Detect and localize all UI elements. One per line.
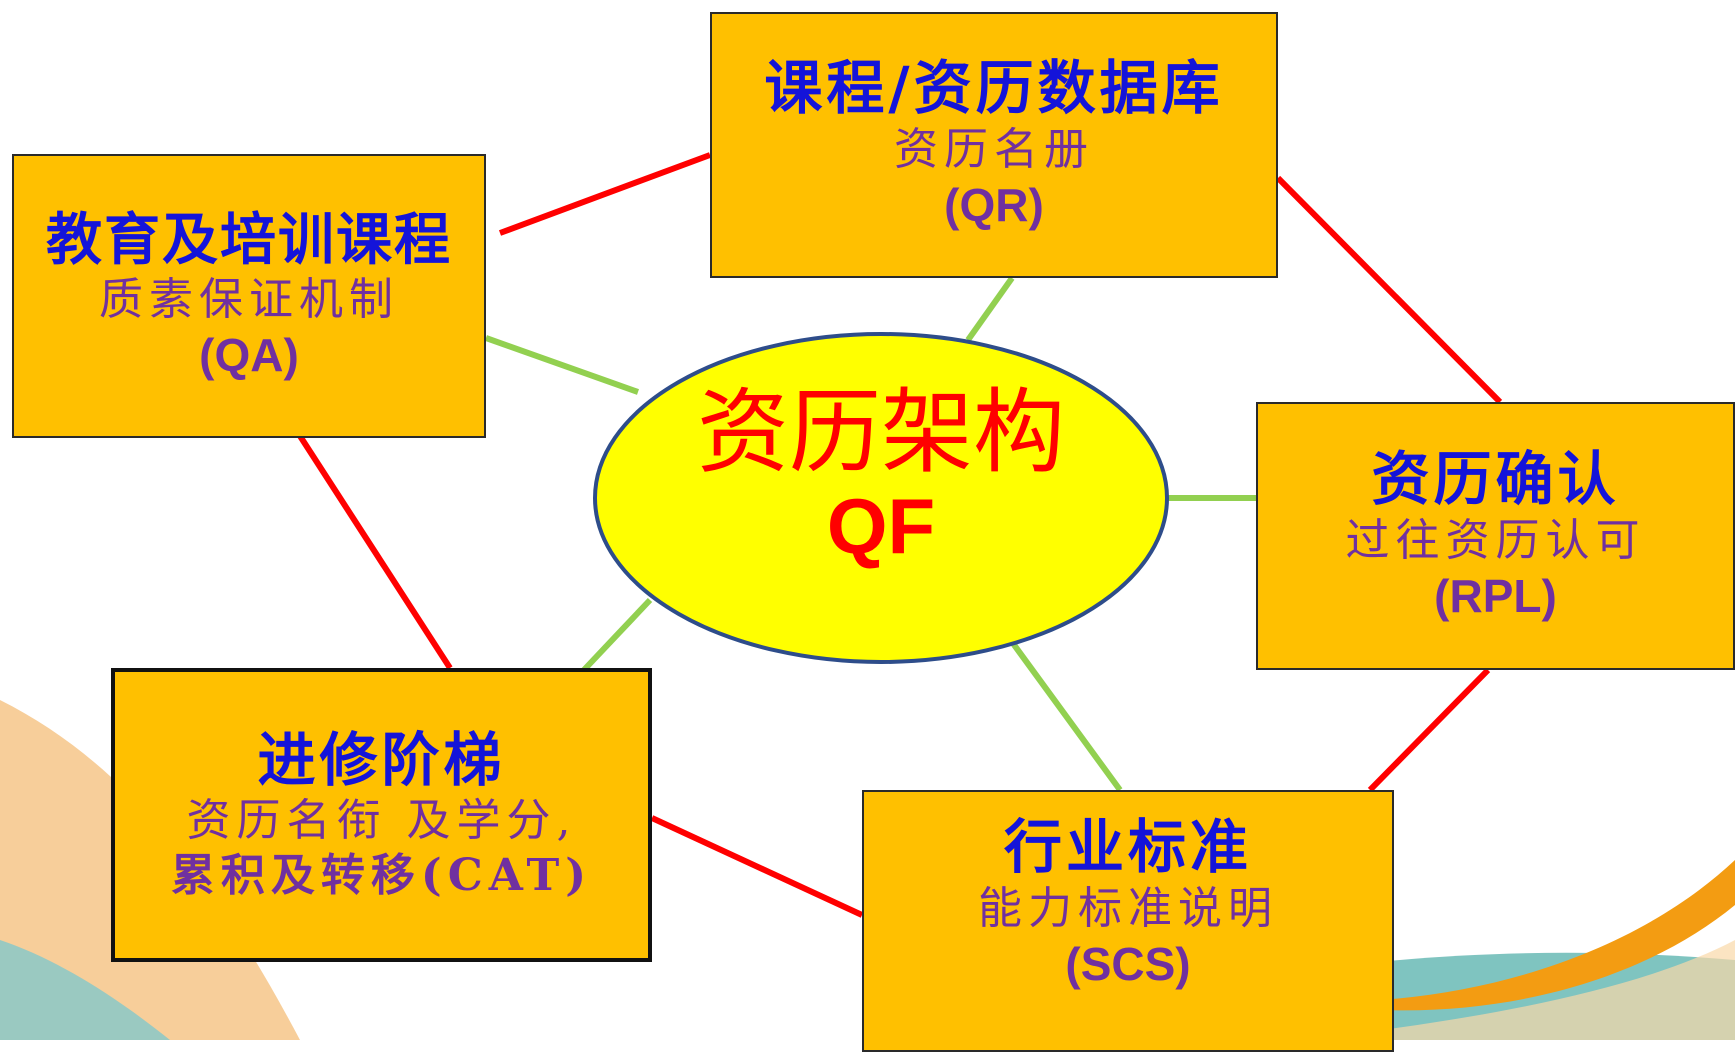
node-qr-abbr: (QR)	[944, 179, 1044, 232]
qf-abbr: QF	[826, 481, 936, 570]
link-qr-rpl	[1275, 175, 1503, 405]
spoke-scs	[1009, 640, 1123, 792]
qf-ellipse	[593, 332, 1169, 664]
node-quality-assurance: 教育及培训课程 质素保证机制 (QA)	[12, 154, 486, 438]
node-qa-abbr: (QA)	[199, 328, 299, 381]
node-rpl-abbr: (RPL)	[1434, 570, 1557, 623]
link-qa-qr	[498, 152, 712, 236]
link-rpl-scs	[1367, 667, 1491, 793]
node-qa-title: 教育及培训课程	[46, 206, 452, 273]
spoke-qr	[965, 276, 1015, 342]
node-cat-subtitle-line2: 累积及转移(CAT)	[170, 850, 593, 902]
node-specification-competency-standards: 行业标准 能力标准说明 (SCS)	[862, 790, 1394, 1052]
node-qa-subtitle: 质素保证机制	[99, 273, 399, 325]
node-cat-title: 进修阶梯	[257, 725, 506, 794]
node-rpl-title: 资历确认	[1371, 445, 1620, 514]
swoosh-right-cream	[1300, 940, 1735, 1040]
node-cat-subtitle: 资历名衔 及学分,	[186, 795, 577, 847]
swoosh-right-orange	[1380, 860, 1735, 1011]
node-recognition-prior-learning: 资历确认 过往资历认可 (RPL)	[1256, 402, 1735, 670]
node-progression-pathway: 进修阶梯 资历名衔 及学分, 累积及转移(CAT)	[111, 668, 652, 962]
node-scs-title: 行业标准	[1003, 813, 1252, 881]
node-scs-subtitle: 能力标准说明	[978, 882, 1278, 934]
node-qualifications-register: 课程/资历数据库 资历名册 (QR)	[710, 12, 1278, 278]
spoke-cat	[579, 597, 653, 675]
link-scs-cat	[650, 815, 864, 918]
node-qr-title: 课程/资历数据库	[764, 54, 1224, 123]
node-rpl-subtitle: 过往资历认可	[1345, 515, 1646, 567]
spoke-qa	[484, 335, 640, 395]
qf-center-label: 资历架构 QF	[596, 379, 1166, 571]
qf-title: 资历架构	[696, 379, 1065, 486]
swoosh-left-teal	[0, 940, 170, 1040]
node-qr-subtitle: 资历名册	[894, 124, 1094, 176]
link-cat-qa	[297, 434, 453, 670]
node-scs-abbr: (SCS)	[1065, 937, 1191, 990]
